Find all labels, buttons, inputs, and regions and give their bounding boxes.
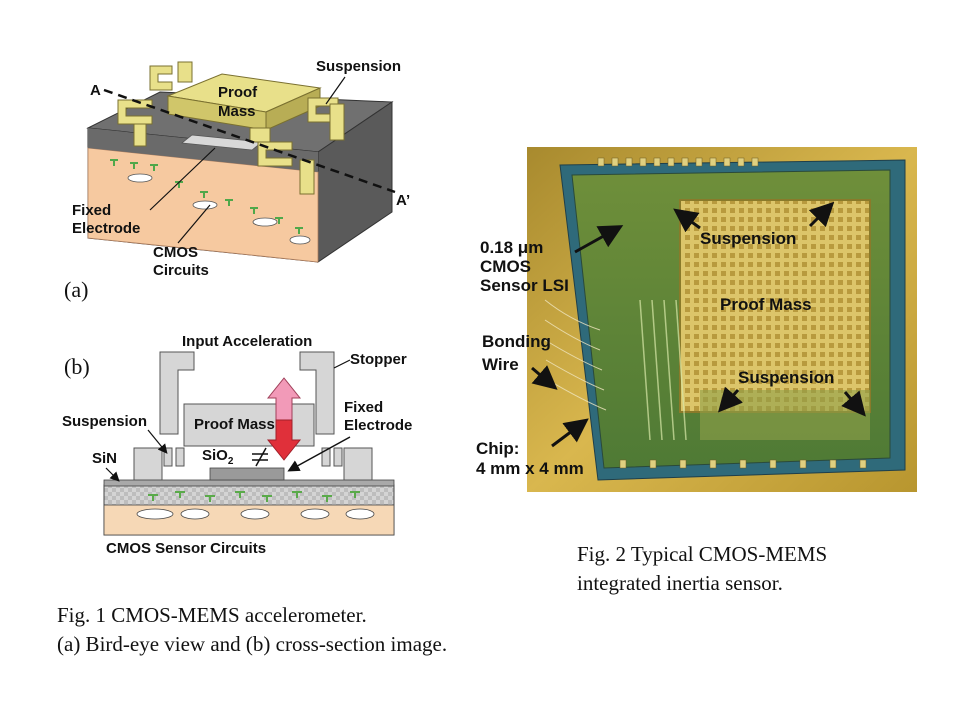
sin-layer: [103, 479, 395, 487]
fig1-caption-line1: Fig. 1 CMOS-MEMS accelerometer.: [57, 603, 367, 627]
suspension-bottom-arrow-left: [718, 386, 743, 413]
cmos-sensor-label: CMOS Sensor Circuits: [106, 540, 266, 557]
stopper-leader: [333, 359, 351, 369]
fig1a-bird-eye-view: A A’ Proof Mass Suspension Fixed Electro…: [64, 58, 410, 302]
cmos-circuit-marks-b: [148, 491, 360, 502]
suspension-top-label: Suspension: [700, 229, 796, 248]
cmos-voids: [127, 173, 311, 245]
cmos-circuits-label: CMOS: [153, 244, 198, 261]
stopper-label: Stopper: [350, 351, 407, 368]
fixed-electrode-leader: [149, 147, 216, 211]
bond-pads: [597, 157, 867, 469]
suspension-b-label: Suspension: [62, 413, 147, 430]
fig2-caption: Fig. 2 Typical CMOS-MEMS integrated iner…: [577, 540, 827, 598]
acceleration-arrow: [266, 377, 302, 461]
fig1-caption: Fig. 1 CMOS-MEMS accelerometer. (a) Bird…: [57, 601, 447, 659]
panel-b-label: (b): [64, 354, 90, 379]
suspension-top-arrow-left: [673, 208, 701, 233]
panel-a-label: (a): [64, 277, 88, 302]
suspension-leader: [325, 76, 346, 105]
sin-label: SiN: [92, 450, 117, 467]
cmos-voids-b: [136, 508, 375, 520]
process-label-1: 0.18 μm: [480, 238, 543, 257]
sin-leader: [105, 467, 120, 482]
process-label-2: CMOS: [480, 257, 531, 276]
fixed-electrode-b-leader: [287, 436, 351, 472]
cmos-circuits-leader: [177, 204, 211, 244]
fixed-b-label: Fixed: [344, 399, 383, 416]
suspension-top-arrow-right: [808, 201, 835, 228]
sio2-label: SiO2: [202, 447, 234, 467]
suspension-bottom-label: Suspension: [738, 368, 834, 387]
fig2-caption-line2: integrated inertia sensor.: [577, 571, 783, 595]
section-a-prime-label: A’: [396, 192, 410, 209]
suspension-springs: [117, 61, 345, 195]
proof-mass-label: Proof: [218, 84, 258, 101]
bonding-label-1: Bonding: [482, 332, 551, 351]
proof-mass-photo-label: Proof Mass: [720, 295, 812, 314]
electrode-b-label: Electrode: [344, 417, 412, 434]
fixed-electrode-bar: [180, 134, 264, 151]
suspension-b-leader: [147, 429, 168, 454]
chip-arrow: [551, 418, 589, 448]
proof-mass-label-2: Mass: [218, 103, 256, 120]
suspension-bottom-arrow-right: [841, 390, 866, 417]
fixed-electrode-label-2: Electrode: [72, 220, 140, 237]
section-line-a: [103, 88, 396, 194]
anchors: [133, 447, 373, 481]
interconnect-lines: [639, 299, 687, 441]
fig1-caption-line2: (a) Bird-eye view and (b) cross-section …: [57, 632, 448, 656]
process-label-3: Sensor LSI: [480, 276, 569, 295]
cmos-circuit-marks: [110, 159, 303, 234]
proof-mass-b-label: Proof Mass: [194, 416, 275, 433]
circuit-region-lower: [700, 390, 870, 440]
chip-label-2: 4 mm x 4 mm: [476, 459, 584, 478]
fixed-electrode-label: Fixed: [72, 202, 111, 219]
suspension-label: Suspension: [316, 58, 401, 75]
fig2-caption-line1: Fig. 2 Typical CMOS-MEMS: [577, 542, 828, 566]
fig1b-cross-section: (b): [62, 333, 412, 557]
section-a-label: A: [90, 82, 101, 99]
process-arrow: [574, 225, 624, 254]
cmos-circuits-label-2: Circuits: [153, 262, 209, 279]
bonding-arrow: [531, 365, 558, 390]
fig2-chip-photo: 0.18 μm CMOS Sensor LSI Suspension Proof…: [476, 147, 917, 492]
fixed-electrode-b: [209, 467, 285, 481]
bonding-label-2: Wire: [482, 355, 519, 374]
capacitor-symbol: [252, 447, 268, 467]
stoppers: [159, 351, 335, 435]
bonding-wires: [544, 299, 607, 411]
chip-label-1: Chip:: [476, 439, 519, 458]
input-acceleration-label: Input Acceleration: [182, 333, 312, 350]
